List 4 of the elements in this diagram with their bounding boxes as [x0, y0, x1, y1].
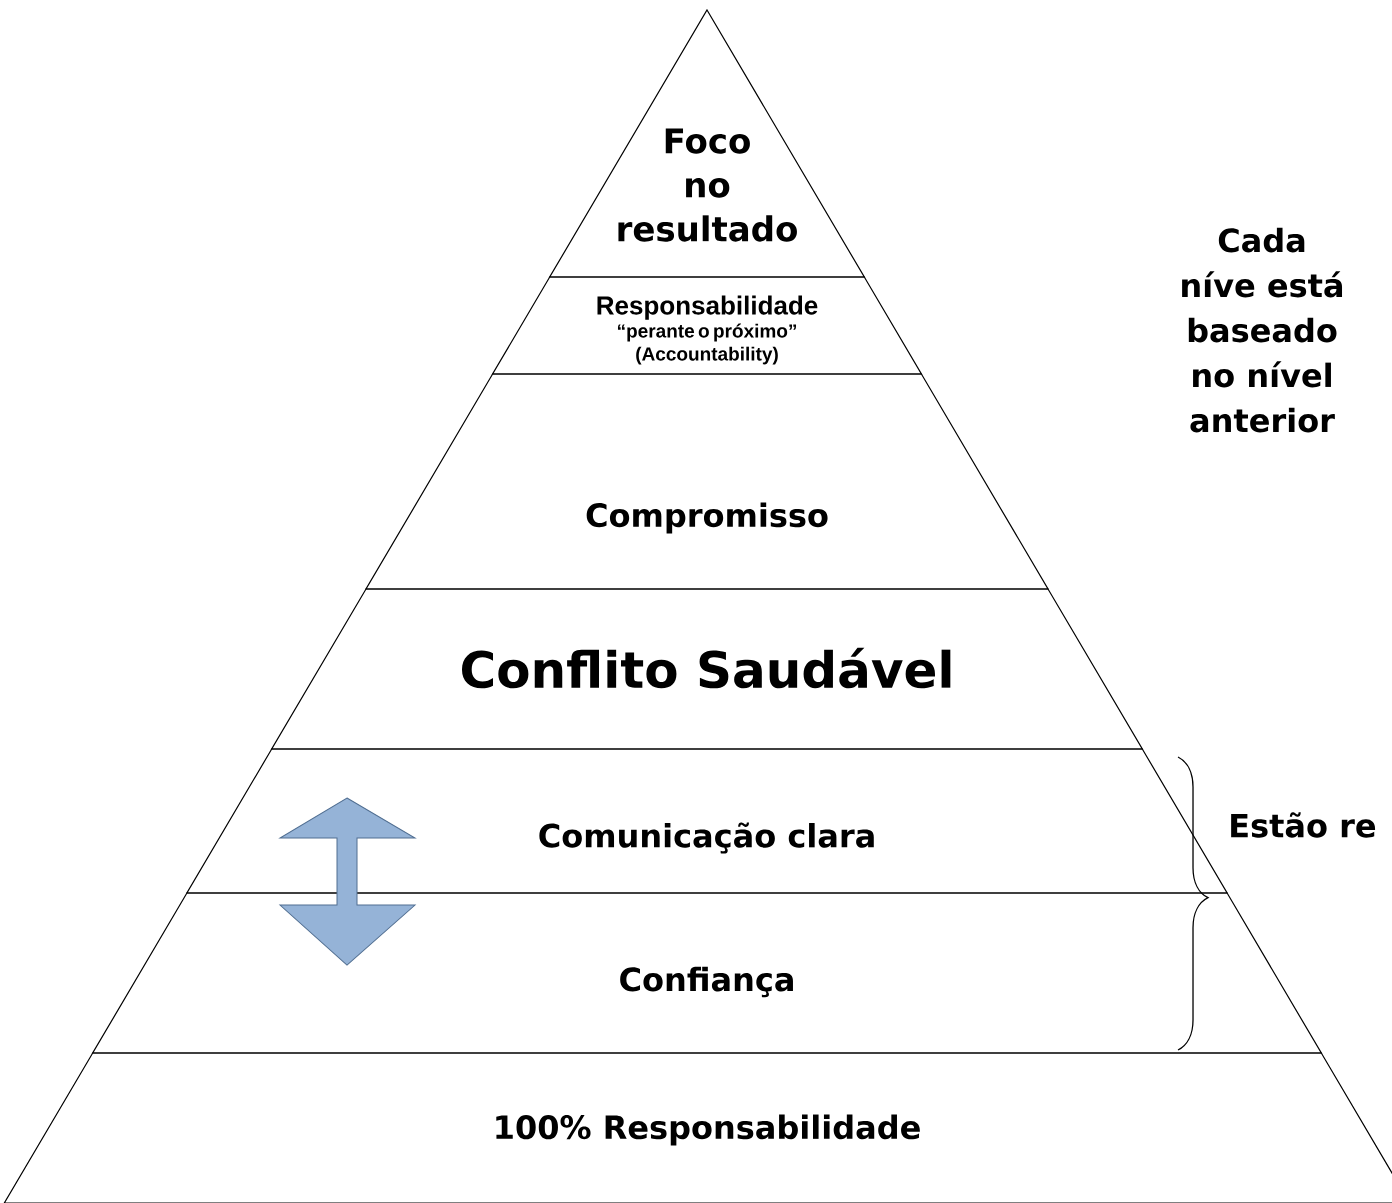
- note-text: Cada níve está baseado no nível anterior: [1182, 227, 1343, 433]
- brace-label: Estão re: [1231, 812, 1376, 838]
- pyramid-level: 100% Responsabilidade: [3, 1052, 1392, 1203]
- double-arrow: [279, 797, 416, 966]
